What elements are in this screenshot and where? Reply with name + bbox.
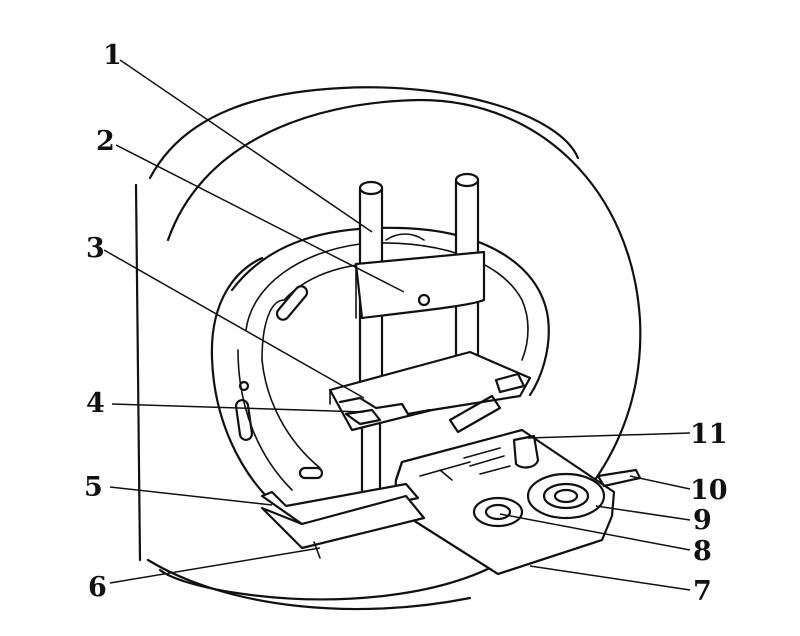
callout-8: 8: [693, 536, 712, 567]
callout-7: 7: [693, 576, 712, 607]
callout-labels: 1 2 3 4 5 6 7 8 9 10 11: [84, 40, 728, 607]
ring-slot: [234, 399, 254, 441]
callout-5: 5: [84, 472, 103, 503]
callout-4: 4: [86, 388, 105, 419]
leader-11: [527, 432, 691, 439]
callout-2: 2: [96, 126, 115, 157]
ring-slot: [275, 285, 309, 321]
leader-1: [119, 59, 373, 233]
callout-1: 1: [103, 40, 122, 71]
leader-8: [499, 513, 691, 551]
housing: [134, 86, 642, 611]
small-ring: [472, 496, 524, 528]
tray: [392, 428, 616, 576]
leader-3: [103, 249, 365, 399]
ring-slot: [298, 466, 324, 480]
leader-10: [629, 475, 691, 490]
leader-6: [109, 547, 321, 584]
base-bar: [260, 482, 426, 559]
leader-4: [111, 403, 365, 413]
callout-10: 10: [690, 475, 728, 506]
carriage: [328, 350, 532, 434]
callout-9: 9: [693, 505, 712, 536]
ring-hole: [238, 380, 250, 392]
leader-9: [595, 505, 691, 521]
bracket-plate: [354, 250, 486, 320]
callout-6: 6: [88, 572, 107, 603]
leader-2: [115, 144, 405, 293]
callout-11: 11: [690, 419, 728, 450]
large-ring: [526, 472, 606, 520]
side-rail: [596, 468, 642, 488]
leader-lines: [103, 59, 691, 591]
leader-7: [529, 565, 691, 591]
leader-5: [109, 486, 273, 506]
callout-3: 3: [86, 233, 105, 264]
